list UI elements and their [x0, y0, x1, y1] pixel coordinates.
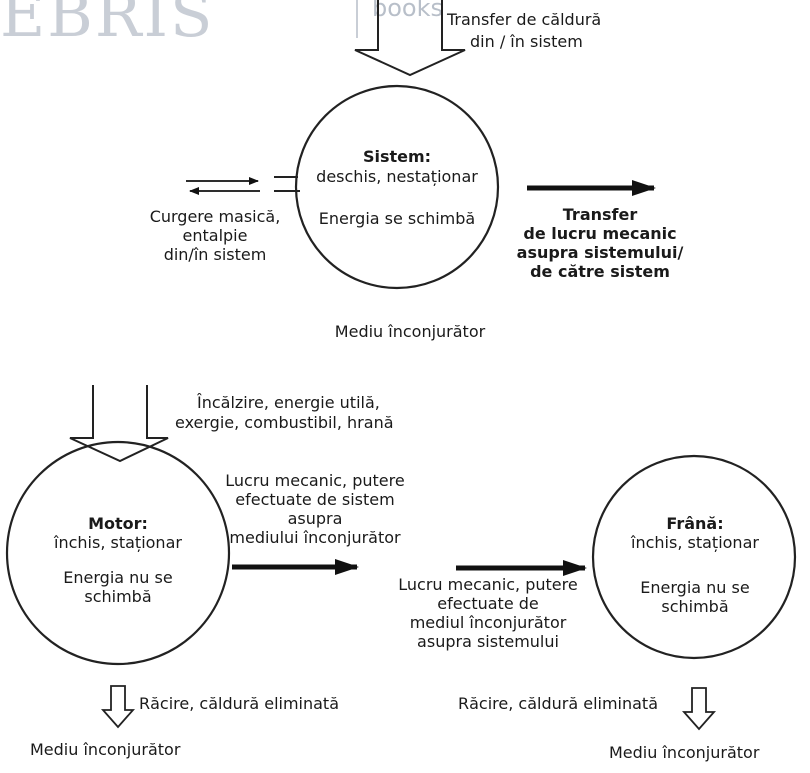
system-title: Sistem:	[362, 147, 432, 166]
heat-transfer-arrow	[354, 0, 466, 77]
system-energy: Energia se schimbă	[318, 209, 476, 228]
heat-transfer-label-1: Transfer de căldură	[447, 10, 602, 29]
brake-title: Frână:	[666, 514, 724, 533]
work-transfer-label-3: asupra sistemului/	[516, 243, 684, 262]
motor-energy-2: schimbă	[84, 587, 152, 606]
motor-environment-label: Mediu înconjurător	[30, 740, 181, 759]
motor-input-label-2: exergie, combustibil, hrană	[175, 413, 394, 432]
top-environment-label: Mediu înconjurător	[334, 322, 486, 341]
motor-input-arrow	[69, 385, 169, 463]
mass-flow-label-3: din/în sistem	[163, 245, 267, 264]
motor-work-label-1: Lucru mecanic, putere	[225, 471, 405, 490]
brake-circle	[591, 454, 797, 660]
publisher-logo-sub: books	[372, 0, 444, 22]
work-transfer-label-4: de către sistem	[530, 262, 670, 281]
brake-work-label-4: asupra sistemului	[417, 632, 559, 651]
brake-cooling-arrow	[682, 687, 716, 731]
heat-transfer-label-2: din / în sistem	[470, 32, 583, 51]
work-transfer-label-1: Transfer	[562, 205, 638, 224]
motor-input-label-1: Încălzire, energie utilă,	[197, 393, 380, 412]
brake-work-label-1: Lucru mecanic, putere	[398, 575, 578, 594]
motor-cooling-label: Răcire, căldură eliminată	[139, 694, 340, 713]
open-system-circle	[294, 84, 500, 290]
brake-energy-2: schimbă	[661, 597, 729, 616]
motor-work-label-2: efectuate de sistem	[235, 490, 395, 509]
brake-environment-label: Mediu înconjurător	[609, 743, 760, 762]
mass-flow-label-2: entalpie	[182, 226, 248, 245]
logo-divider	[356, 0, 358, 38]
brake-work-label-3: mediul înconjurător	[409, 613, 567, 632]
publisher-logo: EBRIS	[0, 0, 215, 51]
motor-title: Motor:	[88, 514, 148, 533]
system-type: deschis, nestaționar	[316, 167, 478, 186]
brake-energy-1: Energia nu se	[640, 578, 750, 597]
motor-cooling-arrow	[101, 685, 135, 729]
motor-type: închis, staționar	[54, 533, 182, 552]
motor-work-label-4: mediului înconjurător	[229, 528, 401, 547]
brake-type: închis, staționar	[631, 533, 759, 552]
brake-work-label-2: efectuate de	[437, 594, 539, 613]
mass-flow-label-1: Curgere masică,	[149, 207, 281, 226]
motor-energy-1: Energia nu se	[63, 568, 173, 587]
motor-work-label-3: asupra	[287, 509, 343, 528]
work-transfer-label-2: de lucru mecanic	[523, 224, 677, 243]
motor-circle	[5, 440, 231, 666]
brake-cooling-label: Răcire, căldură eliminată	[458, 694, 659, 713]
